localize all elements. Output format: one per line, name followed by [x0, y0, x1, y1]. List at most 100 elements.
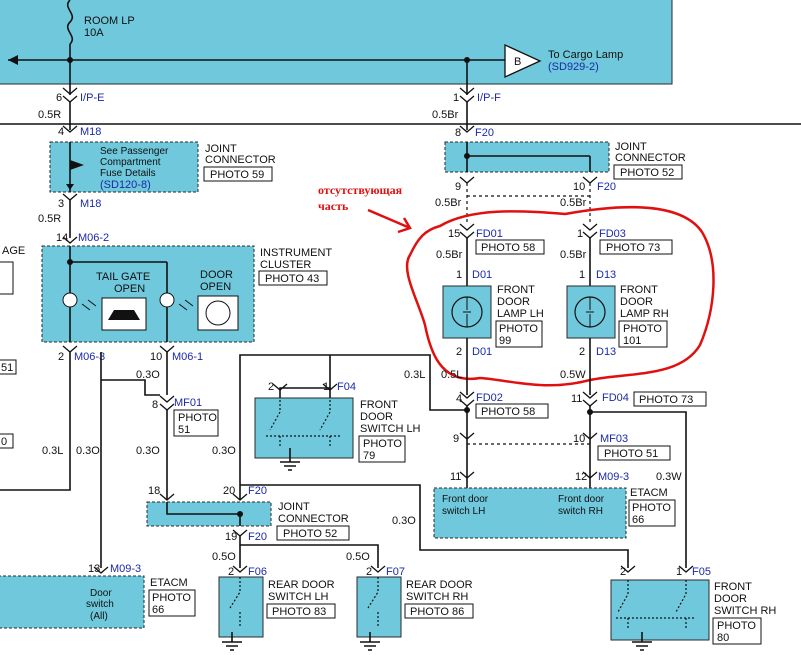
wire-label: 0.3O	[212, 445, 236, 457]
front-door-switch-rh	[610, 579, 710, 641]
connector-f20-top: 8 F20	[455, 125, 494, 139]
wire-label: 0.3L	[404, 369, 425, 381]
wire-label: 0.5L	[441, 369, 462, 381]
component-title: CONNECTOR	[205, 154, 276, 166]
photo-ref: 66	[632, 514, 644, 526]
svg-text:8: 8	[152, 399, 158, 411]
svg-text:1: 1	[323, 381, 329, 393]
edge-label: 0	[1, 436, 7, 448]
wire-label: 0.5R	[38, 109, 61, 121]
door-open-symbol	[205, 300, 231, 326]
photo-title: INSTRUMENT	[260, 247, 332, 259]
photo-tag	[276, 525, 350, 541]
photo-ref: 66	[152, 604, 164, 616]
component-title: FRONT	[714, 581, 752, 593]
wire-label: 0.5O	[212, 551, 236, 563]
component-title: SWITCH LH	[360, 423, 421, 435]
component-title: DOOR	[360, 411, 393, 423]
photo-ref: 51	[178, 424, 190, 436]
led-arrows-icon	[81, 299, 97, 311]
photo-tag	[475, 239, 545, 255]
etacm-title: ETACM	[630, 487, 668, 499]
svg-text:FD04: FD04	[602, 392, 629, 404]
photo-ref: 79	[363, 450, 375, 462]
pin-label: 2	[579, 346, 585, 358]
wire	[166, 502, 241, 526]
svg-text:3: 3	[58, 198, 64, 210]
photo-ref: 101	[623, 335, 641, 347]
connector-mf01: 8 MF01	[152, 395, 202, 411]
wire-label: 0.5Br	[560, 249, 587, 261]
svg-text:M09-3: M09-3	[110, 563, 141, 575]
svg-text:2: 2	[228, 566, 234, 578]
photo-tag	[475, 403, 549, 419]
door-switch-label: (All)	[90, 611, 108, 622]
tailgate-label: TAIL GATE	[96, 271, 150, 283]
photo-ref: PHOTO 52	[620, 167, 674, 179]
svg-text:15: 15	[448, 228, 460, 240]
connector-fd03: 1 FD03	[577, 223, 626, 240]
svg-text:F04: F04	[337, 381, 356, 393]
photo-ref: PHOTO 43	[265, 273, 319, 285]
connector-ip-f: 1 I/P-F	[453, 87, 501, 104]
switch-contact-icon	[616, 580, 696, 630]
photo-ref: PHOTO 58	[481, 242, 535, 254]
connector-label: D01	[472, 346, 492, 358]
svg-text:4: 4	[58, 126, 64, 138]
svg-text:10: 10	[573, 181, 585, 193]
ground-icon	[222, 641, 242, 651]
svg-text:F07: F07	[386, 566, 405, 578]
photo-ref: PHOTO 86	[410, 606, 464, 618]
component-title: JOINT	[205, 143, 237, 155]
svg-text:F20: F20	[475, 127, 494, 139]
photo-ref: PHOTO 52	[283, 528, 337, 540]
lamp-icon	[159, 292, 175, 308]
wire-03o-right	[240, 484, 629, 568]
ground-icon	[632, 641, 652, 651]
to-cargo-ref: (SD929-2)	[548, 61, 599, 73]
edge-label: AGE	[2, 245, 25, 257]
switch-contact-icon	[266, 400, 340, 448]
svg-text:M18: M18	[80, 198, 101, 210]
rear-door-switch-lh	[218, 576, 264, 638]
svg-text:14: 14	[56, 232, 68, 244]
svg-text:I/P-F: I/P-F	[477, 92, 501, 104]
photo-tag	[633, 391, 707, 407]
connector-f20-joint-bottom: 19 F20	[225, 529, 267, 543]
wire-label: 0.3O	[136, 445, 160, 457]
component-title: SWITCH RH	[406, 591, 468, 603]
door-open-icon	[197, 295, 239, 331]
front-door-switch-lh: Front door	[442, 494, 489, 505]
svg-text:19: 19	[225, 531, 237, 543]
component-title: FRONT	[620, 284, 658, 296]
connector-label: D13	[596, 346, 616, 358]
photo-tag	[0, 359, 17, 375]
photo-ref: PHOTO	[363, 438, 402, 450]
connector-f06: 2 F06	[228, 565, 267, 578]
svg-text:F20: F20	[248, 485, 267, 497]
wire-to-fds-rh	[590, 411, 687, 568]
door-switch-label: Door	[90, 588, 112, 599]
svg-text:4: 4	[456, 393, 462, 405]
annotation-text: отсутствующая	[318, 183, 403, 197]
wire-label: 0.3O	[76, 445, 100, 457]
pin-label: 2	[456, 346, 462, 358]
photo-tag	[203, 166, 273, 182]
front-door-switch-rh: Front door	[558, 494, 605, 505]
component-title: REAR DOOR	[406, 579, 473, 591]
wire-03o-bottom	[239, 536, 379, 568]
wire-03l	[239, 354, 467, 411]
svg-text:F20: F20	[597, 181, 616, 193]
photo-ref: PHOTO 73	[639, 394, 693, 406]
photo-ref: PHOTO 83	[272, 606, 326, 618]
connector-ip-e: 6 I/P-E	[56, 87, 104, 104]
tailgate-label: OPEN	[114, 283, 145, 295]
junction-dot	[237, 511, 243, 517]
component-title: LAMP RH	[620, 308, 669, 320]
edge-label: 51	[1, 362, 13, 374]
svg-text:F20: F20	[248, 531, 267, 543]
svg-text:M06-1: M06-1	[172, 351, 203, 363]
photo-tag	[618, 320, 668, 348]
connector-m18-bottom: 3 M18	[58, 193, 101, 210]
b-marker-label: B	[514, 56, 521, 68]
